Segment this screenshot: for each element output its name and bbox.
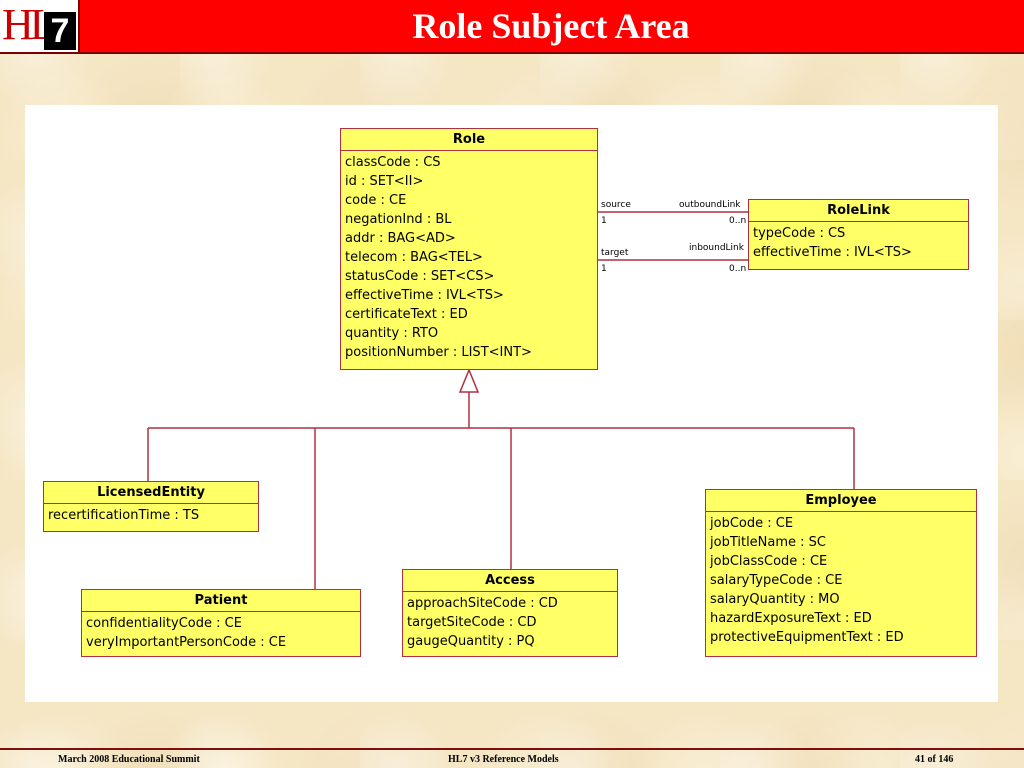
role-attribute: addr : BAG<AD> [345,231,456,246]
rolelink-attribute: typeCode : CS [753,226,846,241]
role-attribute: code : CE [345,193,407,208]
employee-attribute: hazardExposureText : ED [710,611,872,626]
hl7-logo: HL 7 [0,0,80,52]
role-attribute: id : SET<II> [345,174,424,189]
inbound-source-mult: 1 [601,264,607,274]
role-attribute: effectiveTime : IVL<TS> [345,288,504,303]
patient-class-name: Patient [82,590,360,612]
employee-attribute: jobClassCode : CE [710,554,828,569]
slide-title: Role Subject Area [412,6,690,46]
employee-class: Employee jobCode : CE jobTitleName : SC … [705,489,977,657]
licensed-entity-class-name: LicensedEntity [44,482,258,504]
footer-event: March 2008 Educational Summit [58,754,200,765]
employee-attribute: salaryQuantity : MO [710,592,840,607]
role-attribute: statusCode : SET<CS> [345,269,495,284]
role-attribute: positionNumber : LIST<INT> [345,345,532,360]
outbound-source-mult: 1 [601,216,607,226]
patient-class: Patient confidentialityCode : CE veryImp… [81,589,361,657]
footer-presentation: HL7 v3 Reference Models [448,754,559,765]
role-attribute: telecom : BAG<TEL> [345,250,483,265]
inbound-target-role: inboundLink [689,243,744,253]
employee-attribute: jobCode : CE [710,516,794,531]
access-attribute: targetSiteCode : CD [407,615,537,630]
rolelink-attribute: effectiveTime : IVL<TS> [753,245,912,260]
role-attribute: negationInd : BL [345,212,452,227]
employee-attributes: jobCode : CE jobTitleName : SC jobClassC… [706,512,976,649]
employee-attribute: salaryTypeCode : CE [710,573,843,588]
role-class: Role classCode : CS id : SET<II> code : … [340,128,598,370]
role-attribute: certificateText : ED [345,307,468,322]
employee-attribute: protectiveEquipmentText : ED [710,630,904,645]
access-attributes: approachSiteCode : CD targetSiteCode : C… [403,592,617,653]
role-class-name: Role [341,129,597,151]
outbound-source-role: source [601,200,631,210]
licensed-entity-attributes: recertificationTime : TS [44,504,258,527]
rolelink-class-name: RoleLink [749,200,968,222]
role-attributes: classCode : CS id : SET<II> code : CE ne… [341,151,597,364]
title-bar: HL 7 Role Subject Area [0,0,1024,54]
footer-divider [0,748,1024,750]
employee-attribute: jobTitleName : SC [710,535,827,550]
patient-attribute: veryImportantPersonCode : CE [86,635,287,650]
role-attribute: classCode : CS [345,155,441,170]
generalization-arrow [458,368,480,393]
access-class: Access approachSiteCode : CD targetSiteC… [402,569,618,657]
employee-class-name: Employee [706,490,976,512]
outbound-target-role: outboundLink [679,200,741,210]
access-attribute: gaugeQuantity : PQ [407,634,535,649]
patient-attribute: confidentialityCode : CE [86,616,242,631]
inbound-target-mult: 0..n [729,264,747,274]
role-attribute: quantity : RTO [345,326,439,341]
licensed-entity-attribute: recertificationTime : TS [48,508,200,523]
patient-attributes: confidentialityCode : CE veryImportantPe… [82,612,360,654]
logo-digit: 7 [44,12,76,50]
rolelink-attributes: typeCode : CS effectiveTime : IVL<TS> [749,222,968,264]
rolelink-class: RoleLink typeCode : CS effectiveTime : I… [748,199,969,270]
licensed-entity-class: LicensedEntity recertificationTime : TS [43,481,259,532]
access-attribute: approachSiteCode : CD [407,596,558,611]
inbound-source-role: target [601,248,629,258]
access-class-name: Access [403,570,617,592]
footer-slide-number: 41 of 146 [915,754,954,765]
outbound-target-mult: 0..n [729,216,747,226]
